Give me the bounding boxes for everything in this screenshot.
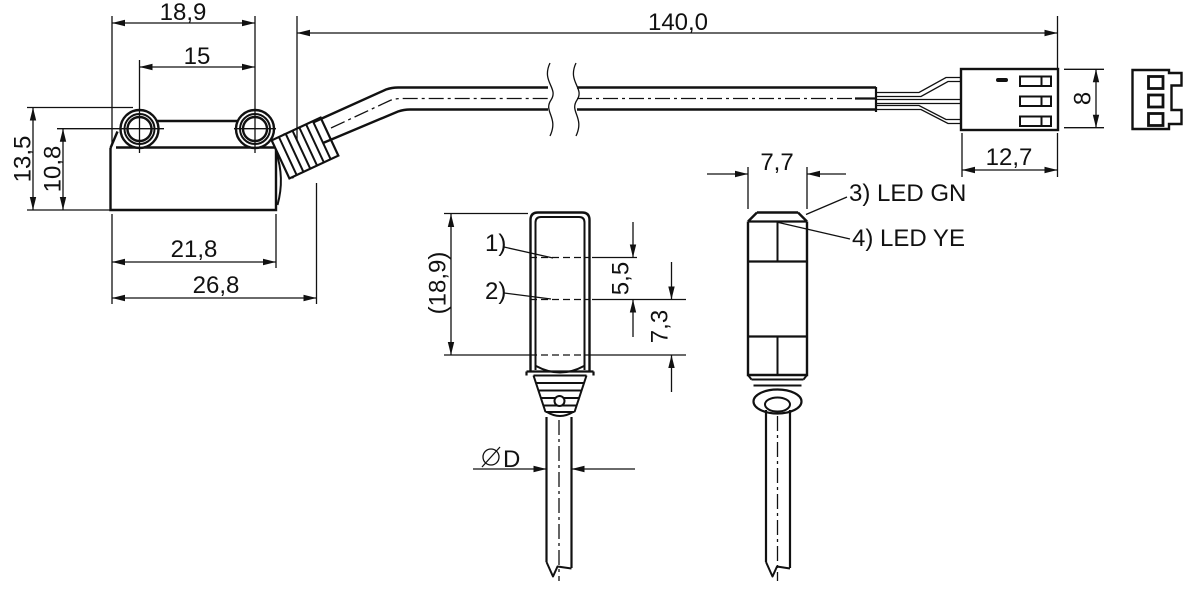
dim-hole-pitch-label: 15 [184,43,211,70]
connector-side-view: 12,7 8 [877,67,1104,177]
body-end-fillet [275,151,282,206]
cable-break-curve-left [546,62,554,137]
front-cable-break [545,561,572,578]
dim-width-body-label: 21,8 [171,236,218,263]
cable-break-curve-right [572,62,580,137]
led-gn-leader [805,196,848,216]
body-side-view: 18,9 15 13,5 10,8 21,8 26,8 [9,0,340,304]
front-cable-edges [545,417,573,568]
cable-bottom-edge [322,108,876,145]
end-view-outline [1131,68,1183,131]
sensor-front-view: (18,9) 1) 2) 5,5 7,3 D [424,211,686,581]
dim-side-width-label: 7,7 [760,149,793,176]
dim-cable-length-label: 140,0 [648,9,708,36]
dim-connector-width-label: 12,7 [986,144,1033,171]
side-strain-relief [747,374,808,387]
side-cable-edges [764,410,792,568]
dim-front-height-label: (18,9) [424,252,451,315]
wires [877,76,961,125]
callout-1-leader [503,246,554,259]
cable-centerline [330,97,854,129]
dim-width-overall-label: 26,8 [193,272,240,299]
body-outline [109,147,278,212]
dim-height-inner-label: 10,8 [39,146,66,193]
led-yellow-label: 4) LED YE [852,225,965,252]
cable-top-edge [313,86,876,124]
connector-terminals [1019,75,1052,127]
diameter-symbol [481,446,501,468]
callout-2-leader [503,292,552,300]
front-outer-shell [529,211,591,372]
hole-centerline-vertical [138,16,256,153]
dim-width-top-label: 18,9 [160,0,207,26]
side-cable-break [765,561,791,578]
callout-1-label: 1) [485,230,506,257]
side-top-bevel [747,211,808,223]
dim-height-total-label: 13,5 [9,136,36,183]
housing-polarity-mark [996,78,1008,82]
sensor-side-view-leds: 7,7 3) LED GN 4) LED YE [707,149,966,581]
connector-end-view [1131,68,1183,131]
dim-cable-dia-label: D [503,446,520,473]
front-strain-relief [532,374,588,417]
gland-knurled-nut [270,116,340,180]
end-view-pin-holes [1147,75,1165,127]
front-inner-shell [534,216,586,370]
callout-2-label: 2) [485,278,506,305]
dim-led-offset-label: 7,3 [646,310,673,343]
dim-led-pitch-label: 5,5 [607,262,634,295]
ext-line [1064,68,1104,129]
led-green-label: 3) LED GN [849,180,966,207]
front-lip [525,370,595,376]
cable-run: 140,0 [296,9,1059,145]
clamp-screw-hole [553,395,566,407]
led-ye-leader [778,221,851,240]
dim-connector-height-label: 8 [1069,92,1096,105]
side-gland-ring-inner [764,396,791,413]
